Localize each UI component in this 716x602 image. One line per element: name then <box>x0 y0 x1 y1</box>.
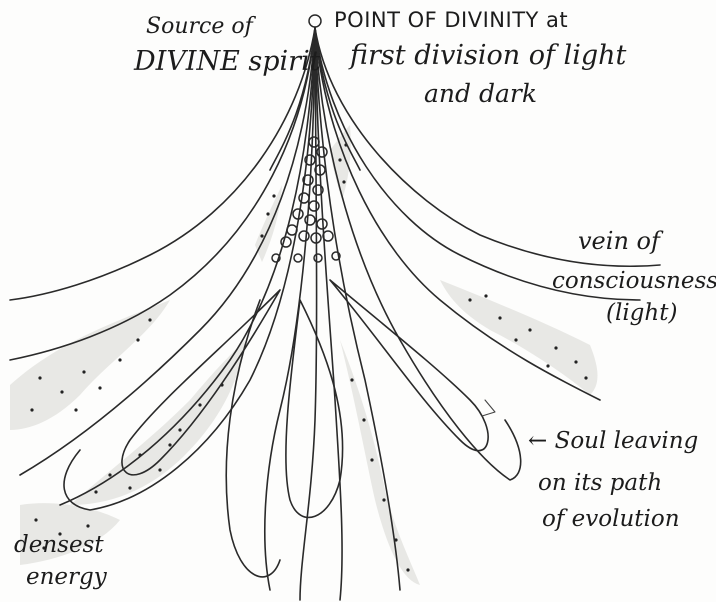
label-source-line1: Source of <box>146 14 253 39</box>
label-soul-line2: on its path <box>538 470 662 496</box>
label-point-line1: POINT OF DIVINITY at <box>334 8 568 32</box>
label-vein-line2: consciousness <box>552 268 716 294</box>
label-densest-line1: densest <box>14 532 104 558</box>
label-vein-line3: (light) <box>606 300 677 326</box>
label-point-line3: and dark <box>424 80 537 109</box>
shaded-region-upper-left <box>255 185 282 262</box>
shaded-region-left-far <box>10 300 170 430</box>
point-of-divinity-circle <box>309 15 321 27</box>
label-densest-line2: energy <box>26 564 107 590</box>
label-vein-line1: vein of <box>578 228 660 256</box>
label-source-line2: DIVINE spirit <box>134 46 321 77</box>
label-point-line2: first division of light <box>350 40 626 71</box>
label-soul-line1: ← Soul leaving <box>528 428 698 454</box>
shaded-region-right-far <box>440 280 598 395</box>
label-soul-line3: of evolution <box>542 506 680 532</box>
shaded-region-center-right <box>340 340 420 585</box>
